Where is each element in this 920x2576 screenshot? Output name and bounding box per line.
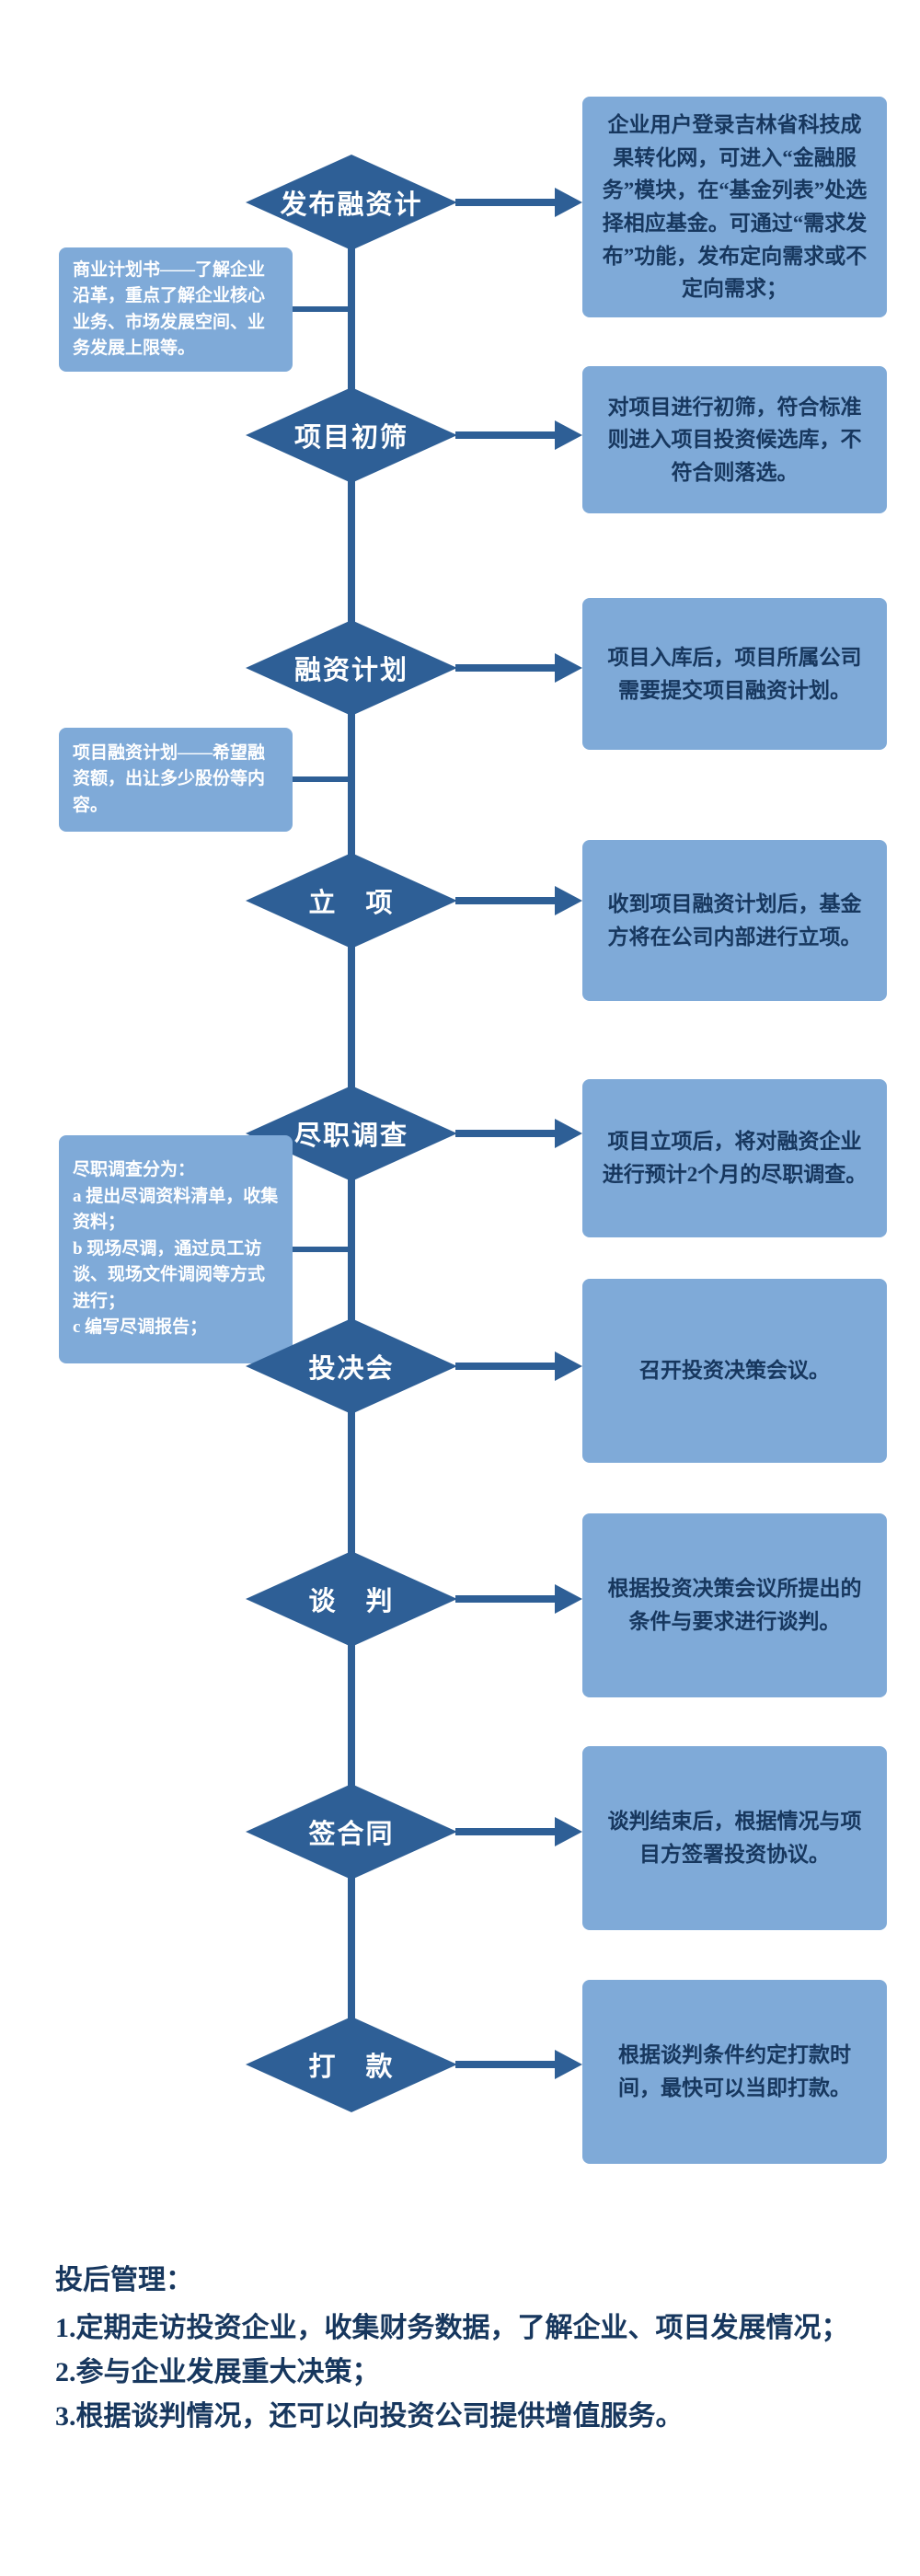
flow-node-label: 融资计划 bbox=[293, 656, 408, 685]
arrow-head-icon bbox=[555, 188, 582, 217]
arrow-head-icon bbox=[555, 1351, 582, 1381]
annotation-due-diligence-detail: 尽职调查分为： a 提出尽调资料清单，收集资料； b 现场尽调，通过员工访谈、现… bbox=[59, 1135, 293, 1363]
arrow-head-icon bbox=[555, 653, 582, 683]
arrow-right-icon bbox=[455, 199, 558, 206]
flow-node-publish-financing: 发布融资计 bbox=[246, 155, 457, 250]
step-description-box: 根据谈判条件约定打款时间，最快可以当即打款。 bbox=[582, 1980, 887, 2164]
flow-node-label: 发布融资计 bbox=[280, 190, 423, 220]
arrow-right-icon bbox=[455, 1130, 558, 1137]
arrow-head-icon bbox=[555, 1119, 582, 1148]
arrow-right-icon bbox=[455, 897, 558, 904]
arrow-right-icon bbox=[455, 664, 558, 672]
flow-node-initial-screening: 项目初筛 bbox=[246, 387, 457, 483]
step-description-box: 根据投资决策会议所提出的条件与要求进行谈判。 bbox=[582, 1513, 887, 1697]
arrow-right-icon bbox=[455, 1595, 558, 1603]
step-description: 召开投资决策会议。 bbox=[639, 1359, 830, 1383]
step-description: 项目立项后，将对融资企业进行预计2个月的尽职调查。 bbox=[602, 1130, 868, 1186]
flow-node-sign-contract: 签合同 bbox=[246, 1784, 457, 1880]
arrow-head-icon bbox=[555, 2050, 582, 2079]
arrow-right-icon bbox=[455, 431, 558, 439]
annotation-text: 尽职调查分为： a 提出尽调资料清单，收集资料； b 现场尽调，通过员工访谈、现… bbox=[73, 1160, 279, 1338]
flow-node-label: 项目初筛 bbox=[293, 423, 408, 453]
flow-node-label: 谈 判 bbox=[308, 1587, 395, 1616]
flow-node-project-approval: 立 项 bbox=[246, 853, 457, 949]
footer-line: 1.定期走访投资企业，收集财务数据，了解企业、项目发展情况； bbox=[55, 2313, 849, 2343]
annotation-text: 项目融资计划——希望融资额，出让多少股份等内容。 bbox=[73, 742, 266, 815]
footer-line: 3.根据谈判情况，还可以向投资公司提供增值服务。 bbox=[55, 2401, 684, 2432]
arrow-head-icon bbox=[555, 1584, 582, 1614]
annotation-business-plan: 商业计划书——了解企业沿革，重点了解企业核心业务、市场发展空间、业务发展上限等。 bbox=[59, 247, 293, 372]
arrow-right-icon bbox=[455, 2061, 558, 2068]
step-description-box: 项目入库后，项目所属公司需要提交项目融资计划。 bbox=[582, 598, 887, 750]
step-description: 根据谈判条件约定打款时间，最快可以当即打款。 bbox=[618, 2043, 851, 2099]
arrow-right-icon bbox=[455, 1363, 558, 1370]
step-description-box: 召开投资决策会议。 bbox=[582, 1279, 887, 1463]
footer-title: 投后管理： bbox=[55, 2265, 193, 2295]
flow-node-label: 投决会 bbox=[308, 1354, 395, 1384]
flow-node-payment: 打 款 bbox=[246, 2017, 457, 2112]
flow-node-label: 立 项 bbox=[308, 889, 395, 918]
annotation-connector-line bbox=[291, 776, 351, 782]
step-description: 谈判结束后，根据情况与项目方签署投资协议。 bbox=[607, 1810, 862, 1866]
step-description: 根据投资决策会议所提出的条件与要求进行谈判。 bbox=[607, 1577, 862, 1633]
post-investment-management-section: 投后管理： 1.定期走访投资企业，收集财务数据，了解企业、项目发展情况； 2.参… bbox=[55, 2259, 883, 2439]
flow-node-negotiation: 谈 判 bbox=[246, 1551, 457, 1647]
arrow-right-icon bbox=[455, 1828, 558, 1835]
step-description: 企业用户登录吉林省科技成果转化网，可进入“金融服务”模块，在“基金列表”处选择相… bbox=[602, 113, 868, 301]
flow-node-label: 打 款 bbox=[308, 2053, 395, 2082]
step-description-box: 收到项目融资计划后，基金方将在公司内部进行立项。 bbox=[582, 840, 887, 1001]
arrow-head-icon bbox=[555, 886, 582, 915]
footer-line: 2.参与企业发展重大决策； bbox=[55, 2357, 380, 2387]
step-description: 对项目进行初筛，符合标准则进入项目投资候选库，不符合则落选。 bbox=[607, 395, 862, 484]
step-description-box: 谈判结束后，根据情况与项目方签署投资协议。 bbox=[582, 1746, 887, 1930]
step-description-box: 项目立项后，将对融资企业进行预计2个月的尽职调查。 bbox=[582, 1079, 887, 1237]
flow-node-label: 尽职调查 bbox=[293, 1121, 408, 1151]
annotation-connector-line bbox=[291, 306, 351, 312]
step-description: 项目入库后，项目所属公司需要提交项目融资计划。 bbox=[607, 645, 862, 702]
flow-node-financing-plan: 融资计划 bbox=[246, 620, 457, 716]
step-description-box: 对项目进行初筛，符合标准则进入项目投资候选库，不符合则落选。 bbox=[582, 366, 887, 513]
arrow-head-icon bbox=[555, 420, 582, 450]
annotation-text: 商业计划书——了解企业沿革，重点了解企业核心业务、市场发展空间、业务发展上限等。 bbox=[73, 259, 266, 359]
annotation-connector-line bbox=[291, 1247, 351, 1252]
flow-node-label: 签合同 bbox=[308, 1820, 395, 1849]
annotation-project-financing-plan: 项目融资计划——希望融资额，出让多少股份等内容。 bbox=[59, 728, 293, 832]
step-description: 收到项目融资计划后，基金方将在公司内部进行立项。 bbox=[607, 891, 862, 949]
step-description-box: 企业用户登录吉林省科技成果转化网，可进入“金融服务”模块，在“基金列表”处选择相… bbox=[582, 97, 887, 317]
arrow-head-icon bbox=[555, 1817, 582, 1846]
